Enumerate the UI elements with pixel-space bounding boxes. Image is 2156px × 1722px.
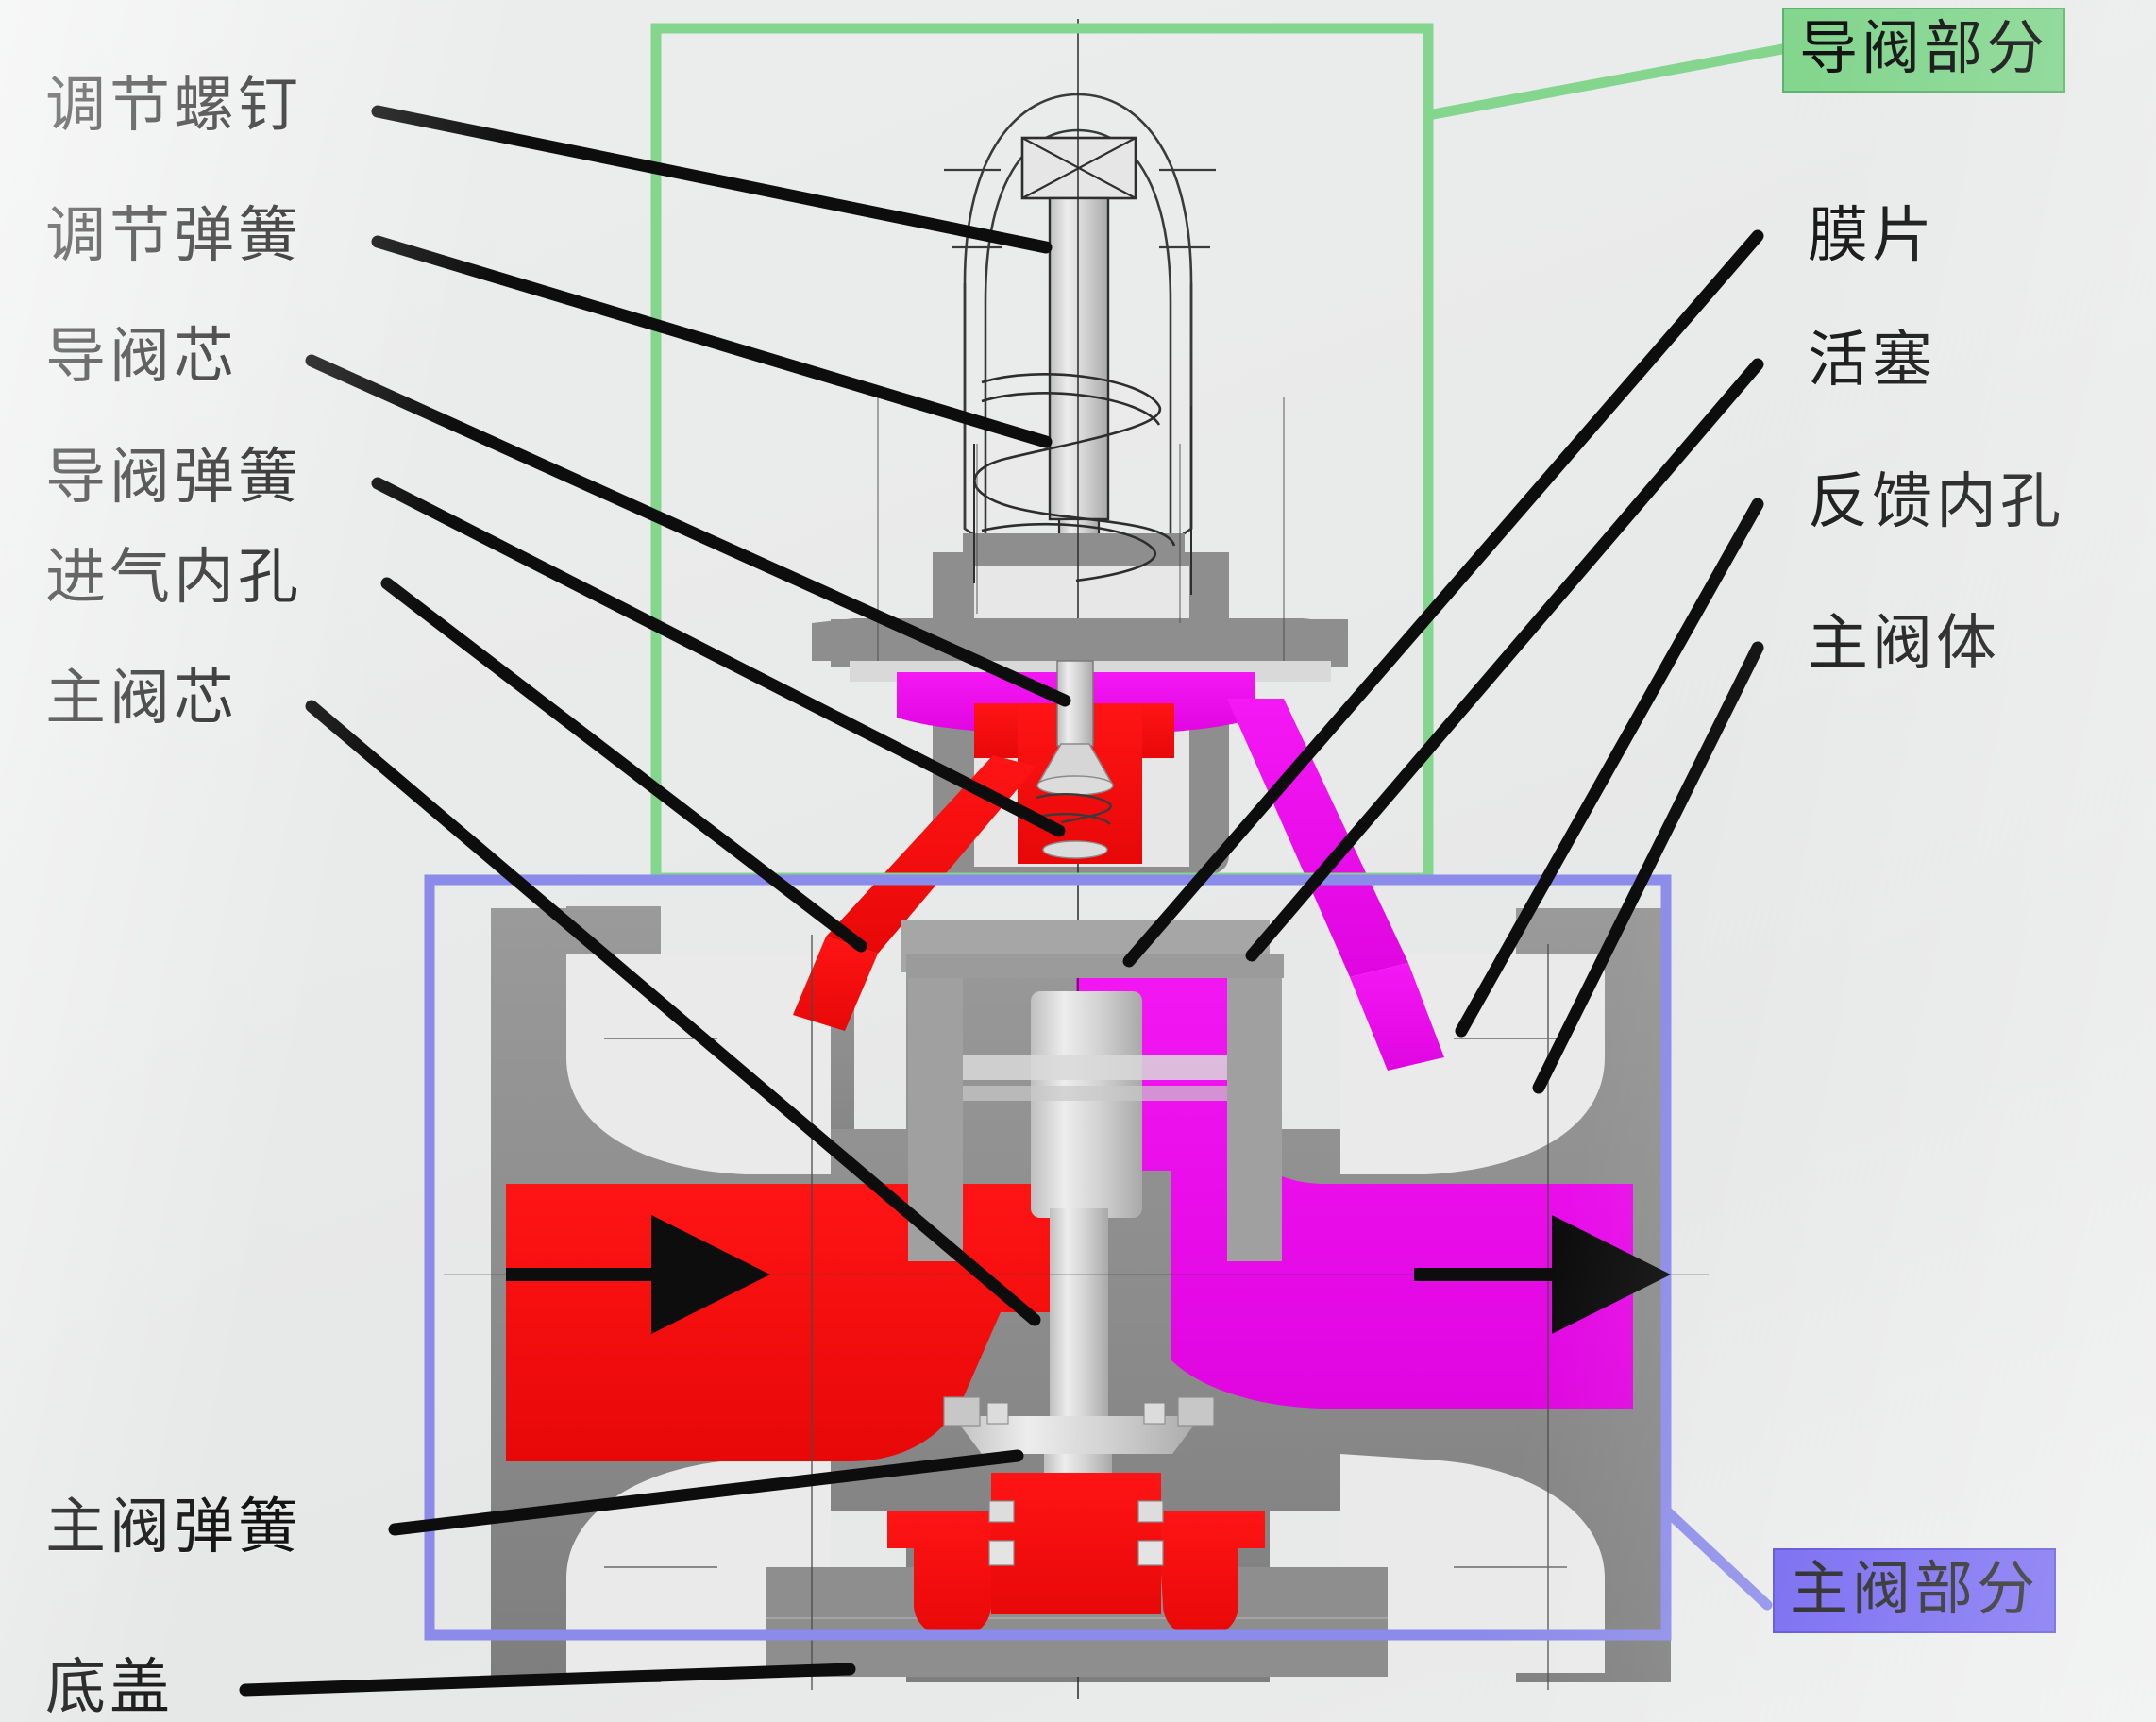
leader-main-plug bbox=[305, 700, 1041, 1326]
label-piston: 活塞 bbox=[1808, 326, 1936, 396]
badge-main-section: 主阀部分 bbox=[1773, 1548, 2057, 1633]
leader-pilot-plug bbox=[305, 354, 1071, 707]
label-diaphragm: 膜片 bbox=[1808, 201, 1936, 271]
adjusting-spring bbox=[973, 373, 1192, 595]
leader-main-body bbox=[1532, 641, 1764, 1094]
inlet-bore-lower bbox=[566, 1454, 831, 1673]
valve-stem bbox=[1050, 1208, 1108, 1444]
leader-piston bbox=[1245, 358, 1764, 962]
label-adjusting-spring: 调节弹簧 bbox=[45, 201, 302, 271]
badge-pilot-section: 导阀部分 bbox=[1782, 8, 2066, 93]
leader-main-spring bbox=[388, 1449, 1024, 1536]
leader-pilot-spring bbox=[371, 477, 1066, 837]
label-main-spring: 主阀弹簧 bbox=[45, 1493, 302, 1562]
label-pilot-plug: 导阀芯 bbox=[45, 322, 238, 392]
label-main-body: 主阀体 bbox=[1808, 609, 2000, 679]
label-pilot-spring: 导阀弹簧 bbox=[45, 443, 302, 513]
outlet-bore-lower bbox=[1340, 1454, 1605, 1673]
main-plug bbox=[953, 1416, 1201, 1454]
label-main-plug: 主阀芯 bbox=[45, 664, 238, 734]
bottom-cover bbox=[766, 1473, 1388, 1677]
piston bbox=[1031, 991, 1142, 1218]
inlet-bore bbox=[566, 954, 831, 1174]
inlet-tube bbox=[826, 755, 1036, 954]
leader-feedback bbox=[1455, 498, 1764, 1038]
leader-lines bbox=[239, 105, 1764, 1697]
leader-inlet-port bbox=[380, 577, 867, 953]
leader-diaphragm bbox=[1122, 229, 1764, 968]
label-inlet-port: 进气内孔 bbox=[45, 543, 302, 613]
pilot-internals bbox=[793, 660, 1174, 1031]
main-spring-detail bbox=[986, 1402, 1166, 1566]
leader-adjusting-spring bbox=[371, 235, 1053, 448]
label-adjusting-screw: 调节螺钉 bbox=[45, 71, 302, 141]
feedback-tube bbox=[1227, 699, 1408, 977]
leader-adjusting-screw bbox=[371, 105, 1053, 254]
pilot-group-leader bbox=[1423, 43, 1788, 121]
label-bottom-cover: 底盖 bbox=[45, 1653, 174, 1722]
leader-bottom-cover bbox=[239, 1663, 856, 1697]
label-feedback-bore: 反馈内孔 bbox=[1808, 467, 2064, 537]
main-group-leader bbox=[1660, 1505, 1773, 1611]
